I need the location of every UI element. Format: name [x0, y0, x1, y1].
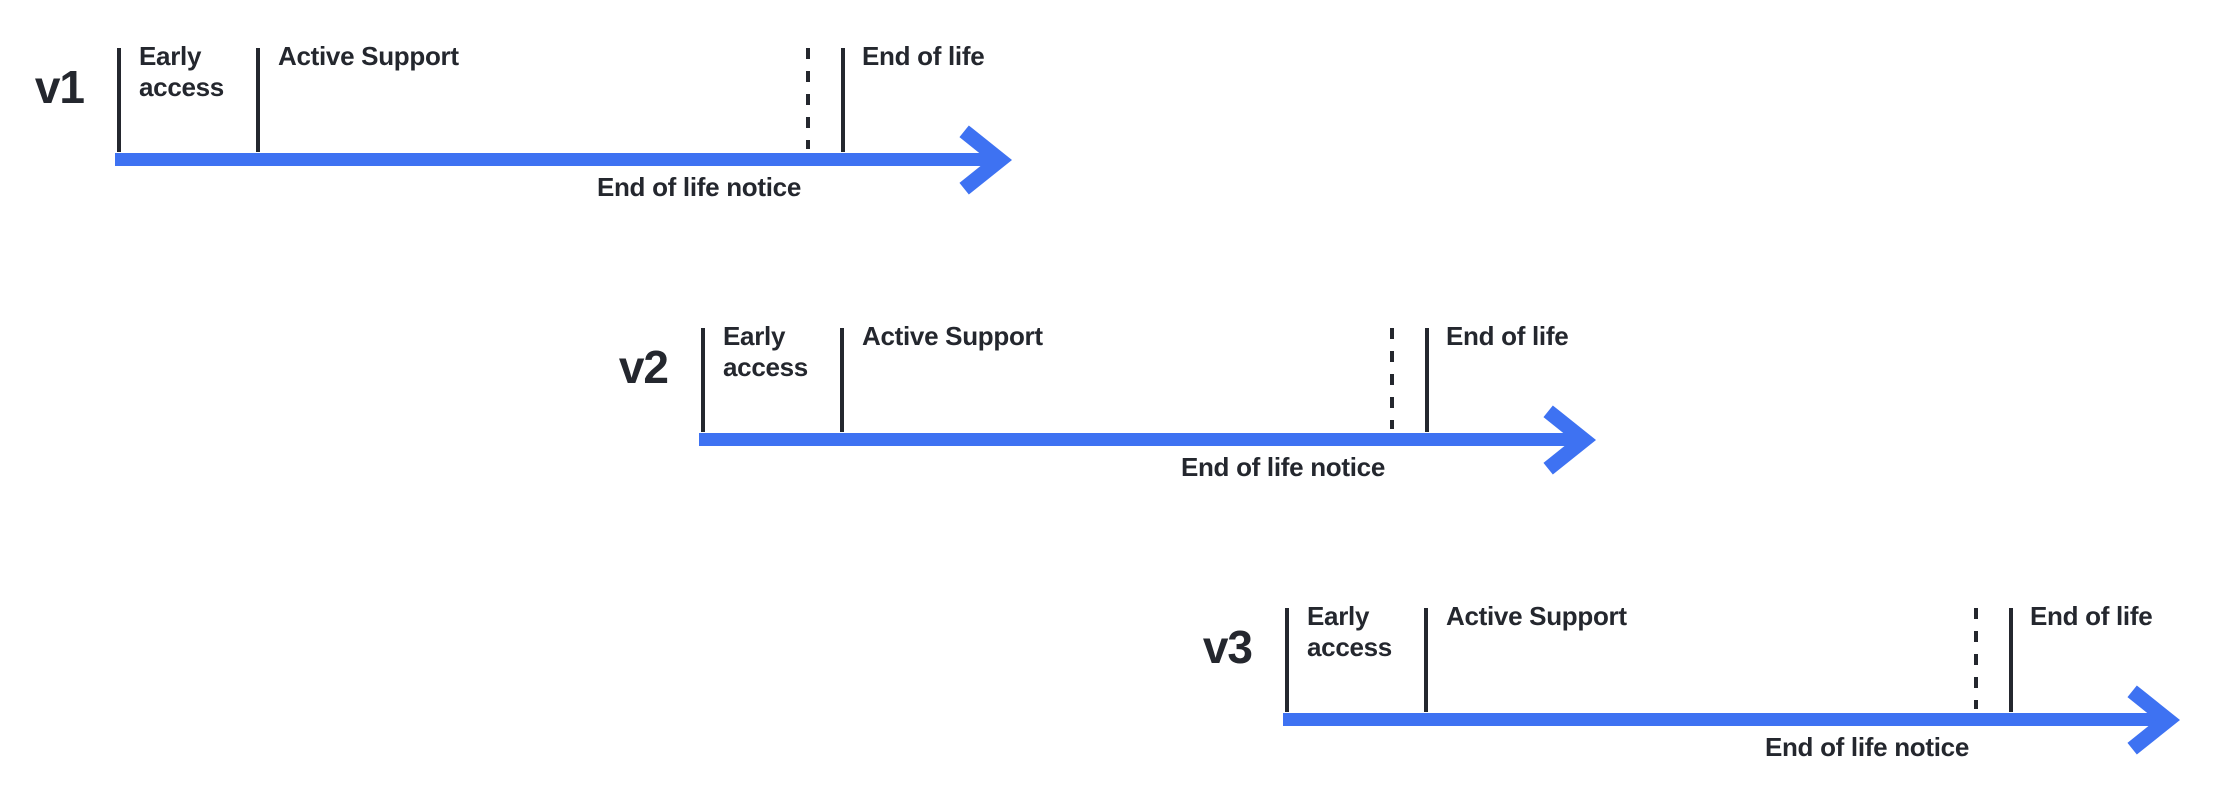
active-support-label: Active Support — [278, 41, 459, 71]
end-of-life-label: End of life — [862, 41, 985, 71]
early-access-tick — [117, 48, 121, 152]
timeline-arrow-shaft — [1283, 713, 2171, 726]
version-label: v2 — [618, 341, 669, 393]
timeline-v1: v1 Early access Active Support End of li… — [0, 0, 1060, 215]
end-of-life-tick — [1425, 328, 1429, 432]
timeline-arrow-shaft — [115, 153, 1003, 166]
early-access-tick — [1285, 608, 1289, 712]
end-of-life-label: End of life — [2030, 601, 2153, 631]
active-support-label: Active Support — [862, 321, 1043, 351]
early-access-label: Early access — [139, 41, 224, 102]
end-of-life-tick — [841, 48, 845, 152]
version-label: v3 — [1202, 621, 1253, 673]
end-of-life-notice-label: End of life notice — [1180, 452, 1385, 482]
active-support-label: Active Support — [1446, 601, 1627, 631]
version-label: v1 — [34, 61, 85, 113]
active-support-tick — [1424, 608, 1428, 712]
arrowhead-icon — [1543, 405, 1597, 475]
early-access-label: Early access — [1307, 601, 1392, 662]
eol-notice-dashed-line — [1974, 608, 1978, 709]
end-of-life-tick — [2009, 608, 2013, 712]
eol-notice-dashed-line — [1390, 328, 1394, 429]
active-support-tick — [256, 48, 260, 152]
active-support-tick — [840, 328, 844, 432]
timeline-arrow-shaft — [699, 433, 1587, 446]
early-access-label: Early access — [723, 321, 808, 382]
arrowhead-icon — [2127, 685, 2181, 755]
timeline-v2: v2 Early access Active Support End of li… — [584, 280, 1644, 495]
end-of-life-notice-label: End of life notice — [1764, 732, 1969, 762]
early-access-tick — [701, 328, 705, 432]
end-of-life-label: End of life — [1446, 321, 1569, 351]
eol-notice-dashed-line — [806, 48, 810, 149]
timeline-v3: v3 Early access Active Support End of li… — [1168, 560, 2228, 775]
end-of-life-notice-label: End of life notice — [596, 172, 801, 202]
arrowhead-icon — [959, 125, 1013, 195]
